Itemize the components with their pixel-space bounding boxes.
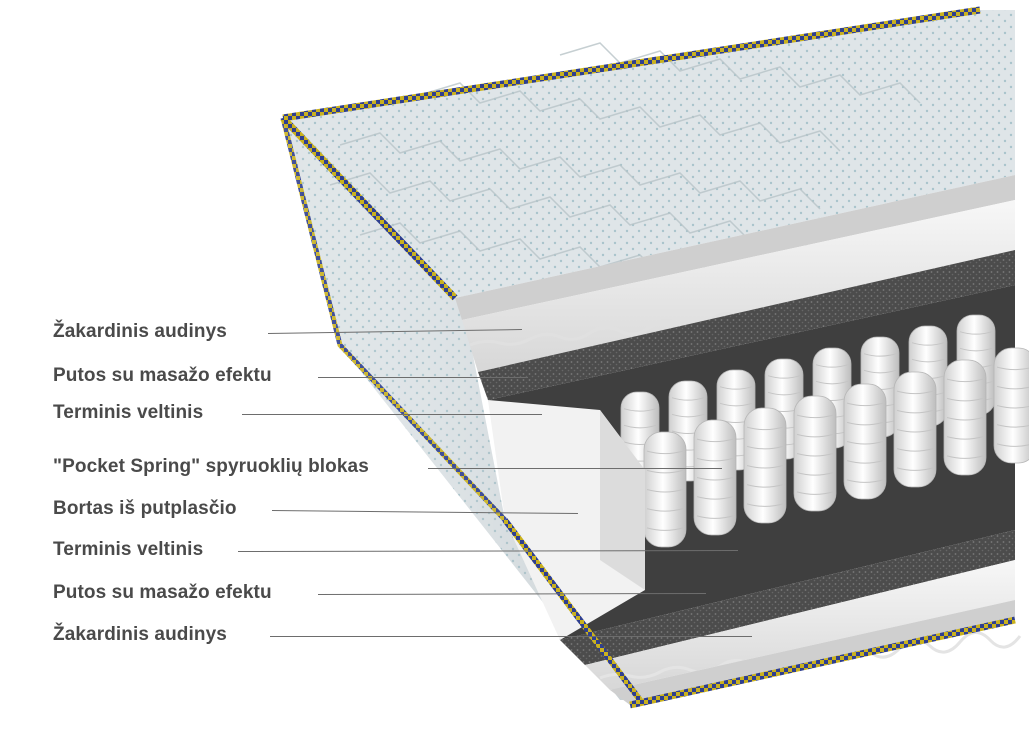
- pocket-spring: [793, 395, 837, 512]
- layer-label: Žakardinis audinys: [53, 321, 227, 342]
- bottom-massage-foam: [585, 560, 1015, 690]
- leader-line: [428, 468, 722, 469]
- bottom-thermal-felt: [560, 530, 1015, 665]
- top-jacquard-cut: [455, 175, 1015, 320]
- pocket-spring: [743, 407, 787, 524]
- mattress-top-panel: [283, 10, 1015, 298]
- pocket-spring: [693, 419, 737, 536]
- layer-label: Žakardinis audinys: [53, 624, 227, 645]
- leader-line: [242, 414, 542, 415]
- layer-label: Terminis veltinis: [53, 402, 204, 423]
- layer-label: Terminis veltinis: [53, 539, 204, 560]
- pocket-spring: [993, 347, 1029, 464]
- top-thermal-felt: [478, 250, 1015, 400]
- leader-line: [318, 377, 528, 378]
- pocket-spring: [943, 359, 987, 476]
- layer-label: Bortas iš putplasčio: [53, 498, 237, 519]
- pocket-springs: [620, 314, 1029, 548]
- pocket-spring: [843, 383, 887, 500]
- pocket-spring: [893, 371, 937, 488]
- layer-label: Putos su masažo efektu: [53, 365, 272, 386]
- layer-label: Putos su masažo efektu: [53, 582, 272, 603]
- leader-line: [270, 636, 752, 637]
- bottom-jacquard-cut: [610, 600, 1015, 705]
- pocket-spring: [643, 431, 687, 548]
- layer-label: "Pocket Spring" spyruoklių blokas: [53, 456, 369, 477]
